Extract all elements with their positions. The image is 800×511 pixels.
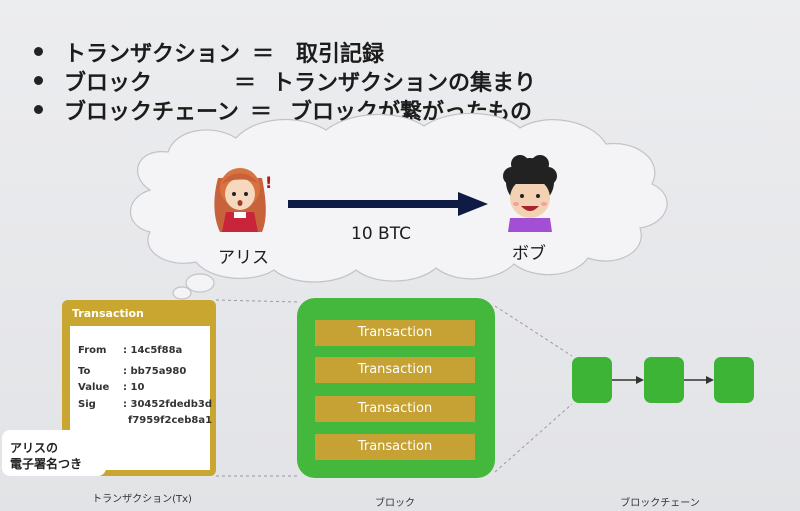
- chain-block: [572, 357, 612, 403]
- block-transaction: Transaction: [315, 396, 475, 422]
- tx-field-key: From: [78, 345, 107, 356]
- callout-line: 電子署名つき: [10, 457, 83, 471]
- transaction-card-body: From : 14c5f88a To : bb75a980 Value : 10…: [70, 326, 213, 470]
- tx-field-value: : 14c5f88a: [123, 345, 183, 356]
- definition-term: ブロック: [64, 71, 153, 96]
- tx-field-key: To: [78, 366, 91, 377]
- block-transaction: Transaction: [315, 434, 475, 460]
- bullet-dot: [34, 47, 43, 56]
- receiver-label: ボブ: [512, 244, 546, 264]
- caption-blockchain: ブロックチェーン: [620, 498, 700, 509]
- block: Transaction Transaction Transaction Tran…: [297, 298, 495, 478]
- tx-field-value: : 10: [123, 382, 145, 393]
- sender-label: アリス: [218, 248, 269, 268]
- definition-text: 取引記録: [296, 42, 385, 67]
- transaction-card-title: Transaction: [72, 307, 144, 320]
- chain-block: [714, 357, 754, 403]
- callout-line: アリスの: [10, 441, 59, 455]
- equals-sign: ＝: [234, 71, 257, 96]
- tx-field-value-row: Value : 10: [78, 382, 144, 393]
- bullet-dot: [34, 105, 43, 114]
- tx-field-value: : 30452fdedb3d: [123, 399, 212, 410]
- transfer-arrow: [288, 192, 488, 216]
- guide-lines: [215, 299, 573, 477]
- alice-avatar: !: [214, 168, 272, 232]
- definition-term: ブロックチェーン: [64, 100, 239, 125]
- block-transaction: Transaction: [315, 320, 475, 346]
- block-transaction: Transaction: [315, 357, 475, 383]
- chain-block: [644, 357, 684, 403]
- equals-sign: ＝: [252, 42, 275, 67]
- tx-field-from: From : 14c5f88a: [78, 345, 182, 356]
- tx-field-to: To : bb75a980: [78, 366, 186, 377]
- caption-block: ブロック: [375, 498, 415, 509]
- exclaim-mark: !: [265, 173, 272, 192]
- tx-field-sig: Sig : 30452fdedb3d: [78, 399, 212, 410]
- bob-avatar: [503, 155, 557, 232]
- amount-label: 10 BTC: [351, 224, 411, 244]
- tx-field-value: : bb75a980: [123, 366, 187, 377]
- chain-arrows: [612, 376, 714, 384]
- caption-transaction: トランザクション(Tx): [92, 494, 192, 505]
- definition-text: トランザクションの集まり: [272, 71, 537, 96]
- bullet-dot: [34, 76, 43, 85]
- tx-field-key: Value: [78, 382, 110, 393]
- thought-cloud: [129, 112, 668, 300]
- definition-term: トランザクション: [64, 42, 241, 67]
- equals-sign: ＝: [250, 100, 273, 125]
- transaction-card: Transaction From : 14c5f88a To : bb75a98…: [62, 300, 216, 476]
- signature-callout: アリスの 電子署名つき: [2, 430, 106, 476]
- tx-field-value: f7959f2ceb8a1: [128, 415, 213, 426]
- tx-field-key: Sig: [78, 399, 96, 410]
